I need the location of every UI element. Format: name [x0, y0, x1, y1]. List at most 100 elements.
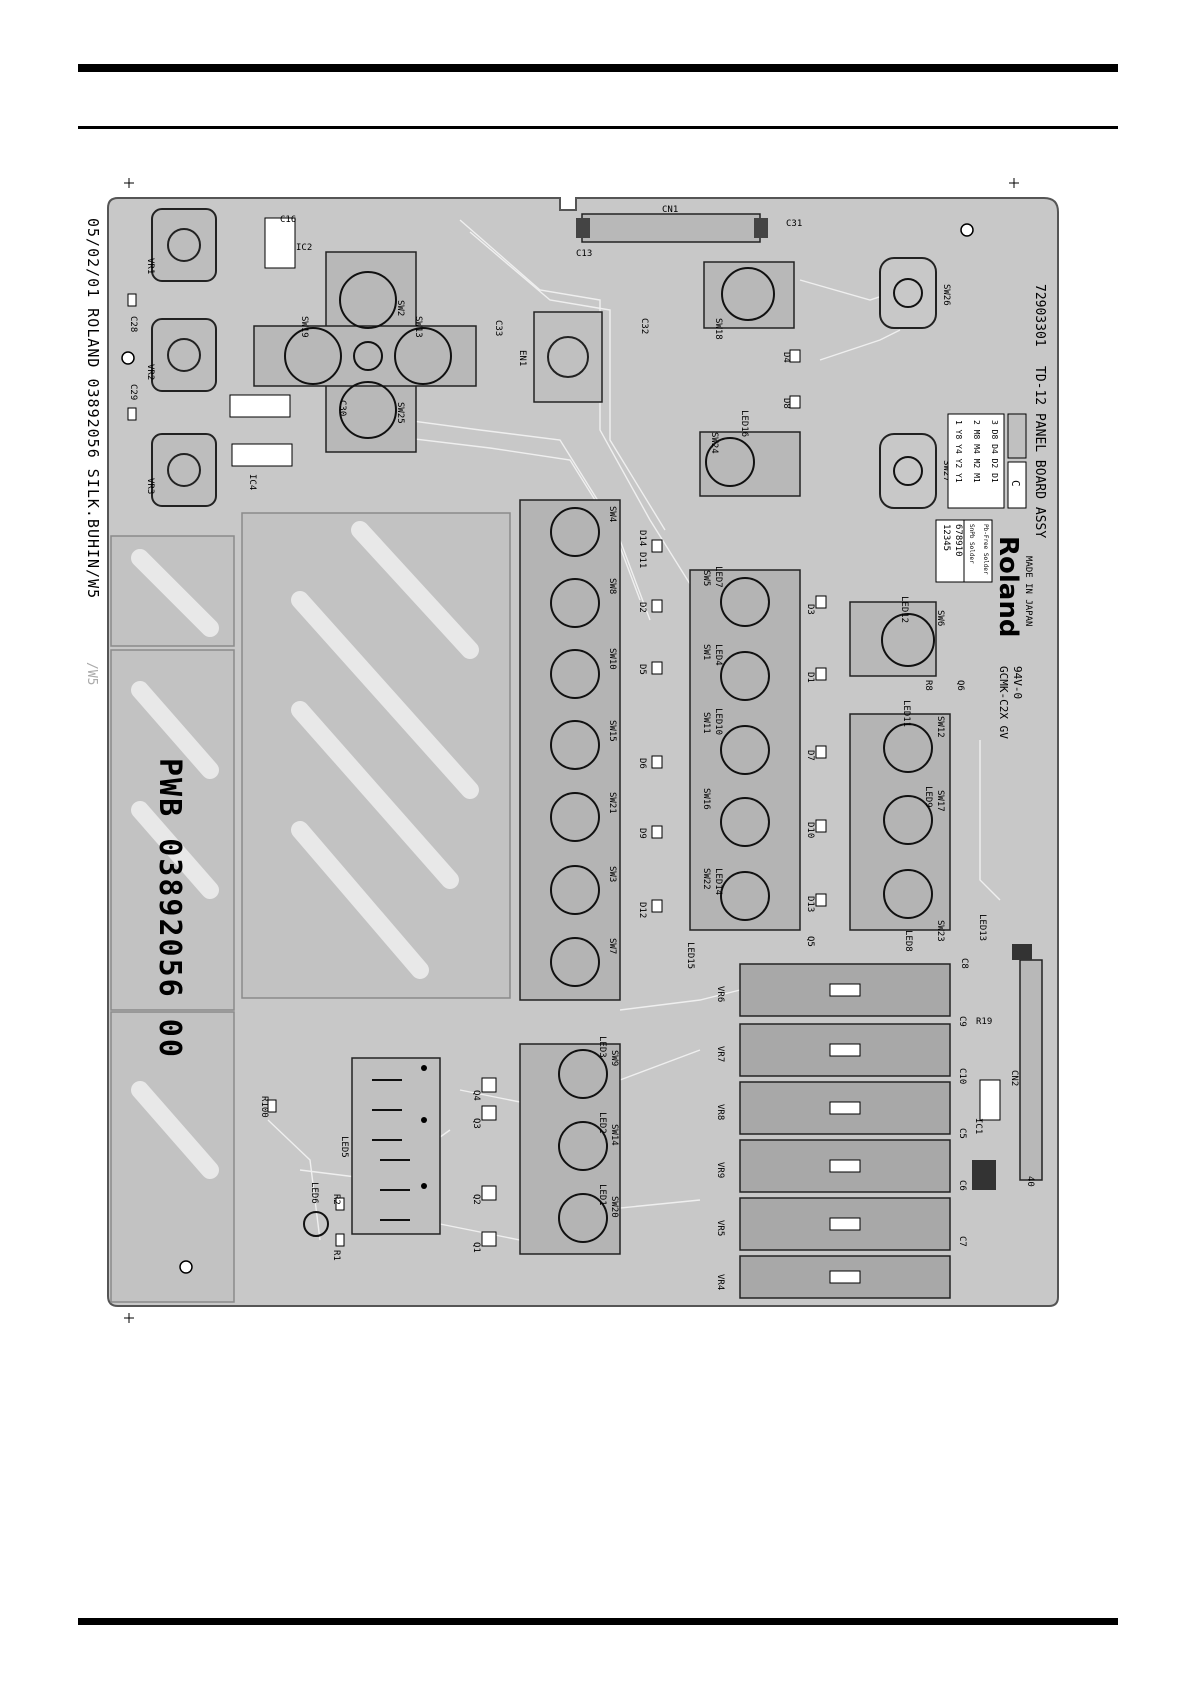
led11-label: LED11 — [901, 700, 911, 727]
ic1-label: IC1 — [973, 1118, 983, 1134]
sw19-label: SW19 — [299, 316, 309, 338]
d2-label: D2 — [637, 602, 647, 613]
sw4-label: SW4 — [607, 506, 617, 522]
sw8-label: SW8 — [607, 578, 617, 594]
led16-label: LED16 — [739, 410, 749, 437]
transistors — [481, 1077, 497, 1247]
c6-label: C6 — [957, 1180, 967, 1191]
header-rule-thick — [78, 64, 1118, 72]
matrix-cell-2-3: M4 — [972, 444, 981, 454]
cn1-connector — [576, 213, 768, 243]
vr9-label: VR9 — [715, 1162, 725, 1178]
silk-suffix-text: /W5 — [84, 662, 99, 685]
matrix-cell-1-3: Y4 — [954, 444, 963, 454]
sw25-label: SW25 — [395, 402, 405, 424]
top-left-components — [127, 217, 296, 467]
vr5-label: VR5 — [715, 1220, 725, 1236]
board-slots — [131, 521, 479, 1179]
sw1-label: SW1 — [701, 644, 711, 660]
ic2-label: IC2 — [296, 243, 312, 253]
sw26-label: SW26 — [941, 284, 951, 306]
led9-label: LED9 — [923, 786, 933, 808]
led6-label: LED6 — [309, 1182, 319, 1204]
vr3-label: VR3 — [145, 478, 155, 494]
middle-switch-column — [689, 569, 801, 931]
led2-label: LED2 — [597, 1112, 607, 1134]
c10-label: C10 — [957, 1068, 967, 1084]
r2-label: R2 — [331, 1194, 341, 1205]
sw6-label: SW6 — [935, 610, 945, 626]
q6-label: Q6 — [955, 680, 965, 691]
c29-label: C29 — [128, 384, 138, 400]
led14-label: LED14 — [713, 868, 723, 895]
matrix-row-3: 3 D8 D4 D2 D1 — [990, 420, 999, 483]
solder-row-pbfree: Pb-Free Solder — [982, 524, 989, 575]
d13-label: D13 — [805, 896, 815, 912]
vr1-label: VR1 — [145, 258, 155, 274]
d12-label: D12 — [637, 902, 647, 918]
sw9-label: SW9 — [609, 1050, 619, 1066]
sw10-label: SW10 — [607, 648, 617, 670]
sw27-label: SW27 — [941, 460, 951, 482]
c8-label: C8 — [959, 958, 969, 969]
led4-label: LED4 — [713, 644, 723, 666]
matrix-row-2: 2 M8 M4 M2 M1 — [972, 420, 981, 483]
pot-knobs — [151, 208, 217, 507]
c33-label: C33 — [493, 320, 503, 336]
c32-label: C32 — [639, 318, 649, 334]
matrix-row-1: 1 Y8 Y4 Y2 Y1 — [954, 420, 963, 483]
sw21-label: SW21 — [607, 792, 617, 814]
cn2-pin-label: 40 — [1025, 1176, 1035, 1187]
footer-rule-thick — [78, 1618, 1118, 1625]
solder-numbers-bottom: 678910 — [953, 524, 963, 557]
sw11-label: SW11 — [701, 712, 711, 734]
matrix-cell-1-1: 1 — [954, 420, 963, 425]
d3-label: D3 — [805, 604, 815, 615]
d9-label: D9 — [637, 828, 647, 839]
sw13-label: SW13 — [413, 316, 423, 338]
ic4-label: IC4 — [247, 474, 257, 490]
sw5-label: SW5 — [701, 570, 711, 586]
led12-label: LED12 — [899, 596, 909, 623]
matrix-cell-3-3: D4 — [990, 444, 999, 454]
d10-label: D10 — [805, 822, 815, 838]
matrix-cell-2-1: 2 — [972, 420, 981, 425]
solder-row-snpb: SnPb Solder — [968, 524, 975, 564]
vr2-label: VR2 — [145, 364, 155, 380]
sw22-label: SW22 — [701, 868, 711, 890]
cn2-connector — [972, 944, 1043, 1190]
q2-label: Q2 — [471, 1194, 481, 1205]
d7-label: D7 — [805, 750, 815, 761]
silk-id-text: 05/02/01 ROLAND 03892056 SILK.BUHIN/W5 — [84, 218, 102, 599]
sw24-label: SW24 — [709, 432, 719, 454]
right-switch-column — [849, 713, 951, 931]
matrix-table — [947, 413, 1027, 509]
right-upper-switches — [699, 257, 937, 677]
d6-label: D6 — [637, 758, 647, 769]
c31-label: C31 — [786, 219, 802, 229]
part-number-text: 72903301 — [1032, 284, 1047, 347]
led7-label: LED7 — [713, 566, 723, 588]
brand-logo-text: Roland — [993, 536, 1023, 637]
sw15-label: SW15 — [607, 720, 617, 742]
d14-label: D14 — [637, 530, 647, 546]
cn1-label: CN1 — [662, 205, 678, 215]
matrix-cell-1-4: Y2 — [954, 459, 963, 469]
sw7-label: SW7 — [607, 938, 617, 954]
sw17-label: SW17 — [935, 790, 945, 812]
q3-label: Q3 — [471, 1118, 481, 1129]
d1-label: D1 — [805, 672, 815, 683]
d8-label: D8 — [781, 398, 791, 409]
en1-label: EN1 — [517, 350, 527, 366]
material-text: GCMK-C2X GV — [997, 666, 1010, 739]
matrix-cell-1-5: Y1 — [954, 473, 963, 483]
sw23-label: SW23 — [935, 920, 945, 942]
lower-switch-column — [519, 1043, 621, 1255]
rating-text: 94V-0 — [1011, 666, 1024, 699]
sw2-label: SW2 — [395, 300, 405, 316]
lower-left-parts — [267, 1099, 345, 1247]
d11-label: D11 — [637, 552, 647, 568]
matrix-cell-1-2: Y8 — [954, 430, 963, 440]
q5-label: Q5 — [805, 936, 815, 947]
